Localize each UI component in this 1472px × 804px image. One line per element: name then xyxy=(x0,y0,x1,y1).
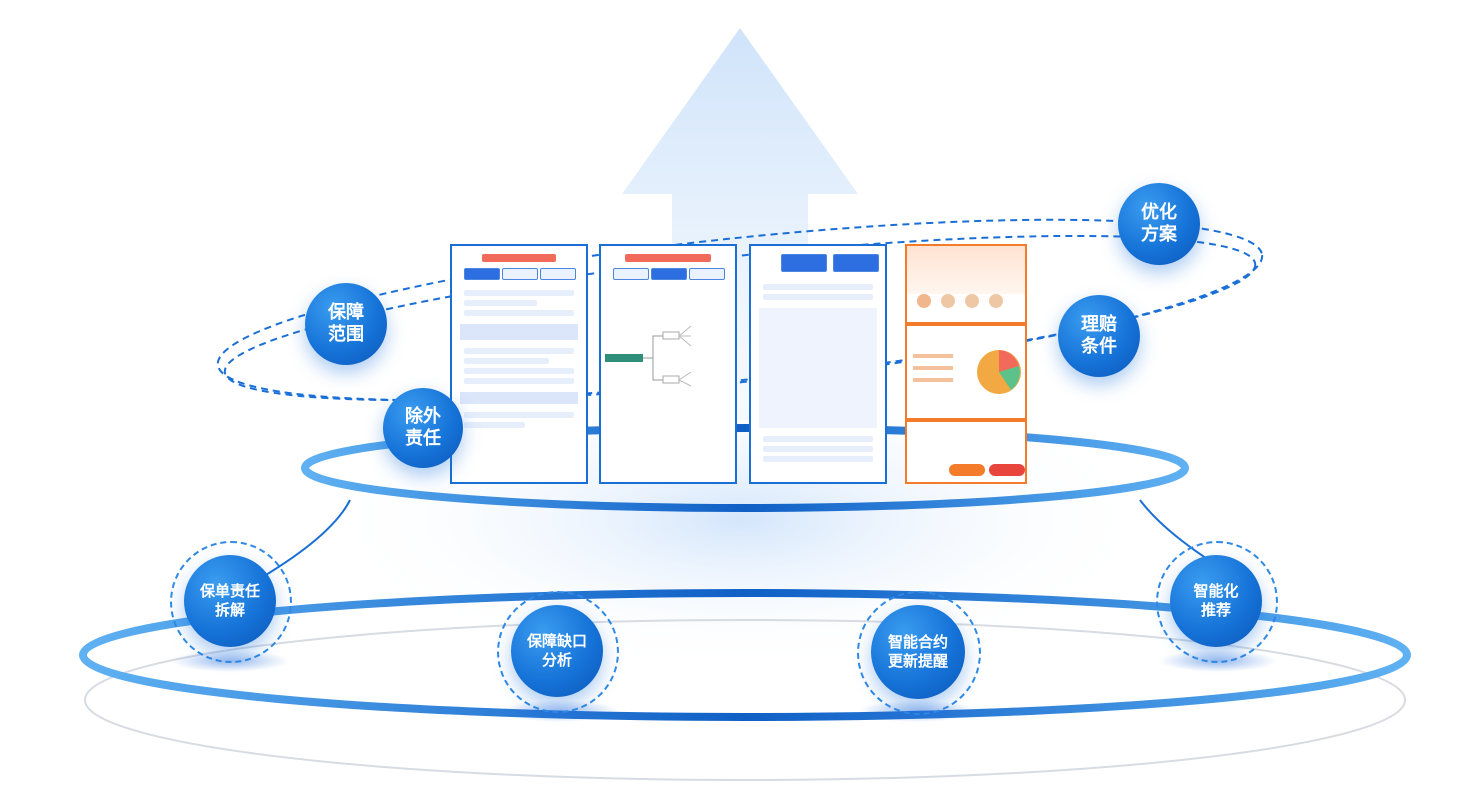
bubble-optimization-plan[interactable]: 优化 方案 xyxy=(1118,183,1200,265)
bubble-claim-conditions[interactable]: 理赔 条件 xyxy=(1058,295,1140,377)
screen-mindmap xyxy=(599,244,737,484)
bubble-coverage-scope[interactable]: 保障 范围 xyxy=(305,283,387,365)
bubble-excluded-liability-label: 除外 责任 xyxy=(405,405,441,450)
ring-gap-analysis xyxy=(497,591,619,713)
orbit-outer xyxy=(216,218,1264,402)
screen-comparison xyxy=(749,244,887,484)
bubble-policy-liability-breakdown[interactable]: 保单责任 拆解 xyxy=(184,555,276,647)
bubble-coverage-gap-analysis[interactable]: 保障缺口 分析 xyxy=(511,605,603,697)
ring-recommendation xyxy=(1156,541,1278,663)
upper-ring xyxy=(301,424,1189,512)
bubble-optimization-plan-label: 优化 方案 xyxy=(1141,201,1177,246)
bubble-smart-contract-update-reminder-label: 智能合约 更新提醒 xyxy=(887,633,948,670)
screen-gap-analysis xyxy=(905,244,1027,484)
bubble-smart-recommendation-label: 智能化 推荐 xyxy=(1193,582,1239,619)
bubble-coverage-gap-analysis-label: 保障缺口 分析 xyxy=(526,632,587,669)
ring-policy-breakdown xyxy=(170,541,292,663)
bubble-coverage-scope-label: 保障 范围 xyxy=(328,301,364,346)
bubble-smart-recommendation[interactable]: 智能化 推荐 xyxy=(1170,555,1262,647)
lower-ring xyxy=(79,589,1411,721)
ring-contract-reminder xyxy=(857,591,981,715)
bubble-smart-contract-update-reminder[interactable]: 智能合约 更新提醒 xyxy=(871,605,965,699)
bubble-policy-liability-breakdown-label: 保单责任 拆解 xyxy=(199,582,260,619)
screen-coverage xyxy=(450,244,588,484)
bottom-platform xyxy=(84,619,1406,781)
bubble-claim-conditions-label: 理赔 条件 xyxy=(1081,313,1117,358)
bubble-excluded-liability[interactable]: 除外 责任 xyxy=(383,388,463,468)
